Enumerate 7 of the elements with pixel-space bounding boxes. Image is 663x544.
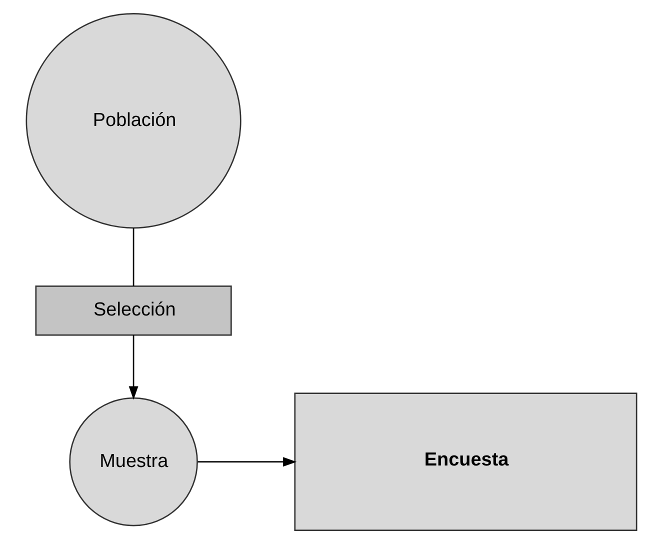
connector [132,228,134,286]
node-box: Selección [35,286,232,336]
node-circle: Muestra [69,397,198,526]
node-box: Encuesta [294,392,638,531]
arrow [128,335,138,400]
node-circle: Población [26,13,242,229]
arrow [198,457,297,467]
